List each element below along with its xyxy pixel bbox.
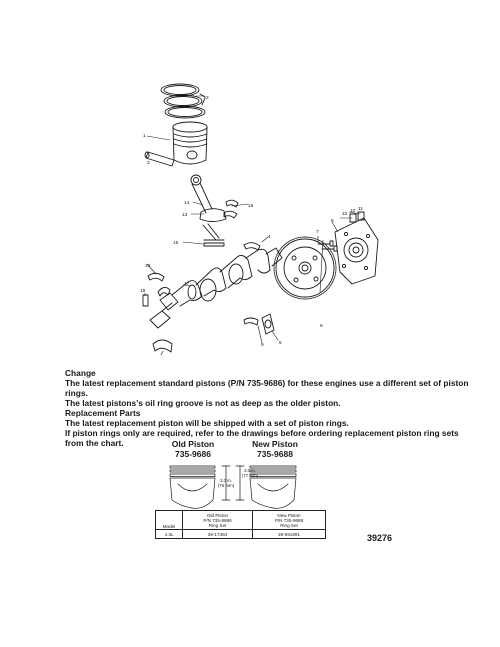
figure-number: 39276: [367, 533, 393, 543]
connecting-rod: [190, 174, 227, 222]
callout-14: 14: [184, 200, 190, 206]
old-piston-profile: [169, 465, 216, 509]
callout-8: 8: [331, 218, 334, 224]
table-row: 4.3L 39-17484 39-691891: [155, 529, 326, 539]
callout-11: 11: [358, 206, 363, 212]
main-bearing-upper: [243, 242, 261, 251]
piston-rings: [160, 83, 206, 119]
thrust-bearing: [152, 287, 173, 353]
bearing-insert-left: [147, 272, 165, 282]
new-piston-profile: [249, 465, 297, 509]
callout-10: 10: [350, 208, 356, 214]
old-piston-title: Old Piston: [171, 439, 215, 449]
callout-9: 9: [261, 342, 264, 348]
header-model: Model: [155, 510, 183, 530]
piston-pin: [144, 151, 175, 167]
crank-key: [142, 294, 149, 307]
new-piston-dimension: 3.0 in. (77 mm): [241, 468, 259, 478]
flywheel: [273, 236, 337, 300]
piston-comparison-drawing: [169, 465, 297, 509]
row-model: 4.3L: [155, 529, 183, 539]
header-old-piston: Old Piston P/N 735-9686 Ring Set: [182, 510, 253, 530]
old-piston-heading: Old Piston 735-9686: [158, 439, 228, 459]
callout-1: 1: [143, 133, 146, 139]
callout-3: 3: [147, 160, 150, 166]
new-piston-title: New Piston: [252, 439, 298, 449]
old-piston-part-number: 735-9686: [175, 449, 211, 459]
callout-17: 17: [184, 281, 190, 287]
callout-6: 6: [320, 323, 323, 329]
callout-labels: 2 1 3 14 13 12 15 16 4 5 6 7 8 9 10 11 1…: [140, 95, 363, 348]
callout-5: 5: [279, 340, 282, 346]
change-line-2: The latest pistons's oil ring groove is …: [65, 398, 341, 408]
callout-16: 16: [248, 203, 254, 209]
callout-19: 19: [145, 263, 151, 269]
change-line-1: The latest replacement standard pistons …: [65, 378, 469, 398]
piston: [172, 121, 208, 165]
rod-bearings: [223, 199, 239, 219]
leader-lines: [144, 95, 361, 356]
callout-2: 2: [206, 95, 209, 101]
parts-line-2: If piston rings only are required, refer…: [65, 428, 459, 448]
ring-set-table: Model Old Piston P/N 735-9686 Ring Set N…: [155, 510, 326, 539]
row-old-ring-set: 39-17484: [182, 529, 253, 539]
parts-line-1: The latest replacement piston will be sh…: [65, 418, 349, 428]
crankshaft: [149, 247, 283, 329]
old-piston-dimension: 3.0 in. (76 mm): [217, 478, 235, 488]
callout-12: 12: [342, 211, 348, 217]
main-bearing-lower: [243, 313, 275, 335]
service-notes: Change The latest replacement standard p…: [65, 368, 475, 448]
callout-7: 7: [316, 229, 319, 235]
new-piston-heading: New Piston 735-9688: [240, 439, 310, 459]
replacement-parts-heading: Replacement Parts: [65, 408, 141, 418]
callout-18: 18: [140, 288, 146, 294]
change-heading: Change: [65, 368, 96, 378]
coupler-plate: [334, 211, 379, 285]
callout-15: 15: [173, 240, 179, 246]
callout-4: 4: [268, 234, 271, 240]
new-piston-part-number: 735-9688: [257, 449, 293, 459]
row-new-ring-set: 39-691891: [252, 529, 326, 539]
header-new-piston: New Piston P/N 735-9688 Ring Set: [252, 510, 326, 530]
callout-13: 13: [182, 212, 188, 218]
ring-table-header: Model Old Piston P/N 735-9686 Ring Set N…: [155, 510, 326, 530]
rod-bolts: [202, 223, 225, 247]
